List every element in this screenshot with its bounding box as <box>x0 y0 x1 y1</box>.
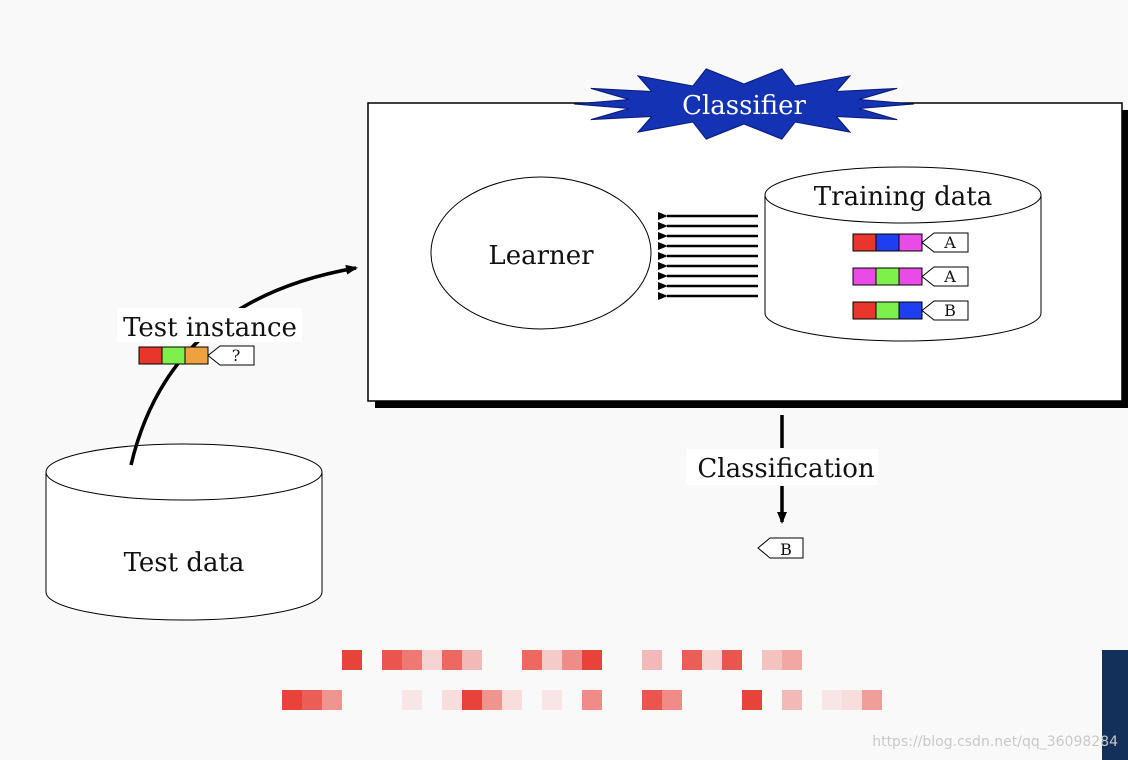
result-tag: B <box>757 537 804 559</box>
learner-ellipse <box>430 176 652 330</box>
training-arrows <box>658 212 758 300</box>
training-data-cylinder <box>764 166 1042 342</box>
feature-cell <box>852 267 877 286</box>
classifier-title: Classifier <box>682 91 806 121</box>
label-tag <box>207 345 255 366</box>
feature-cell <box>898 233 923 252</box>
feature-cell <box>184 346 209 365</box>
classification-label: Classification <box>697 454 875 484</box>
feature-cell <box>898 267 923 286</box>
faded-block <box>782 690 802 710</box>
faded-text-blocks <box>282 650 882 710</box>
training-rows: AAB <box>852 232 969 321</box>
faded-block <box>562 650 582 670</box>
label-tag-text: A <box>943 267 956 286</box>
faded-block <box>462 650 482 670</box>
faded-block <box>842 690 862 710</box>
test-instance-label-bg <box>117 308 302 342</box>
faded-block <box>402 690 422 710</box>
faded-block <box>782 650 802 670</box>
label-tag-text: A <box>943 233 956 252</box>
faded-block <box>722 650 742 670</box>
faded-block <box>582 650 602 670</box>
faded-block <box>762 650 782 670</box>
faded-block <box>662 690 682 710</box>
feature-cell <box>852 233 877 252</box>
faded-block <box>442 690 462 710</box>
feature-cell <box>898 301 923 320</box>
feature-cell <box>875 301 900 320</box>
feature-cell <box>138 346 163 365</box>
test-data-label: Test data <box>124 548 245 578</box>
test-data-cylinder <box>45 443 323 621</box>
label-tag <box>921 266 969 287</box>
faded-block <box>482 690 502 710</box>
faded-block <box>682 650 702 670</box>
faded-block <box>742 690 762 710</box>
faded-block <box>702 650 722 670</box>
watermark-text: https://blog.csdn.net/qq_36098284 <box>872 734 1118 750</box>
faded-block <box>542 650 562 670</box>
feature-cell <box>161 346 186 365</box>
faded-block <box>302 690 322 710</box>
label-tag-text: ? <box>232 346 241 365</box>
faded-block <box>442 650 462 670</box>
faded-block <box>282 690 302 710</box>
test-instance-arrow <box>129 264 358 466</box>
faded-block <box>502 690 522 710</box>
corner-block <box>1102 650 1128 760</box>
faded-block <box>402 650 422 670</box>
faded-block <box>322 690 342 710</box>
feature-cell <box>852 301 877 320</box>
faded-block <box>862 690 882 710</box>
training-data-label: Training data <box>814 182 992 212</box>
faded-block <box>642 650 662 670</box>
label-tag-text: B <box>944 301 956 320</box>
faded-block <box>582 690 602 710</box>
classification-label-bg <box>686 449 878 485</box>
faded-block <box>462 690 482 710</box>
faded-block <box>382 650 402 670</box>
faded-block <box>642 690 662 710</box>
classifier-starburst <box>573 68 915 140</box>
faded-block <box>342 650 362 670</box>
faded-block <box>822 690 842 710</box>
feature-cell <box>875 233 900 252</box>
feature-cell <box>875 267 900 286</box>
test-instance-vector: ? <box>138 345 255 366</box>
faded-block <box>542 690 562 710</box>
label-tag <box>921 300 969 321</box>
result-tag-text: B <box>780 540 792 559</box>
faded-block <box>522 650 542 670</box>
faded-block <box>422 650 442 670</box>
test-instance-label: Test instance <box>123 313 297 343</box>
label-tag <box>921 232 969 253</box>
learner-label: Learner <box>488 241 594 271</box>
